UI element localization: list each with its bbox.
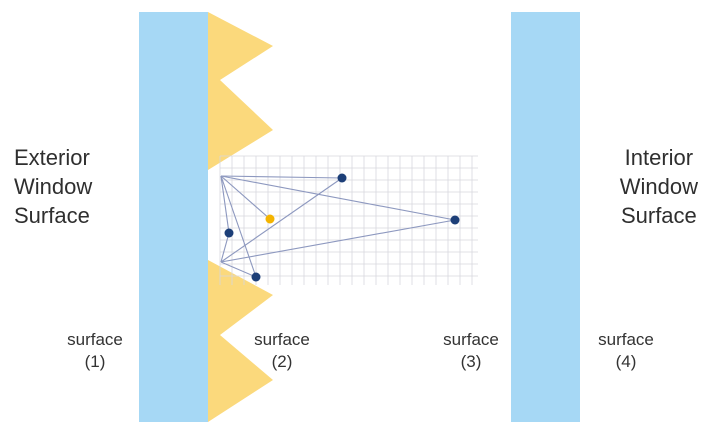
interior-window-surface-title: Interior Window Surface (620, 143, 698, 230)
surface-4-number: (4) (615, 352, 637, 371)
reflection-point (450, 215, 460, 225)
reflection-point (337, 173, 347, 183)
interior-glass-pane (511, 12, 580, 422)
interior-title-line-3: Surface (620, 203, 697, 228)
surface-4-name: surface (598, 330, 654, 349)
surface-4-label: surface (4) (581, 329, 671, 373)
reflection-ray-line (220, 175, 343, 179)
interior-title-line-1: Interior (624, 145, 694, 170)
reflection-point (224, 228, 234, 238)
surface-1-name: surface (67, 330, 123, 349)
reflection-ray-line (220, 175, 271, 220)
exterior-title-line-2: Window (14, 174, 93, 199)
reflection-ray-line (220, 175, 456, 221)
exterior-title-line-1: Exterior (14, 145, 90, 170)
surface-2-label: surface (2) (237, 329, 327, 373)
reflection-ray-line (220, 175, 257, 278)
surface-1-label: surface (1) (50, 329, 140, 373)
surface-2-name: surface (254, 330, 310, 349)
exterior-glass-pane (139, 12, 208, 422)
surface-1-number: (1) (84, 352, 106, 371)
reflection-ray-line (220, 261, 257, 278)
surface-3-label: surface (3) (426, 329, 516, 373)
reflection-point (251, 272, 261, 282)
sawtooth-coating (208, 12, 273, 422)
measurement-grid (219, 155, 478, 285)
reflection-ray-line (220, 219, 456, 263)
exterior-window-surface-title: Exterior Window Surface (14, 143, 92, 230)
exterior-title-line-3: Surface (14, 203, 90, 228)
highlight-point (265, 214, 275, 224)
reflection-points (224, 173, 460, 282)
reflection-ray-line (220, 177, 343, 263)
surface-3-name: surface (443, 330, 499, 349)
reflection-rays (220, 175, 456, 278)
surface-2-number: (2) (271, 352, 293, 371)
interior-title-line-2: Window (619, 174, 698, 199)
reflection-ray-line (220, 175, 230, 234)
surface-3-number: (3) (460, 352, 482, 371)
reflection-ray-line (220, 232, 230, 263)
